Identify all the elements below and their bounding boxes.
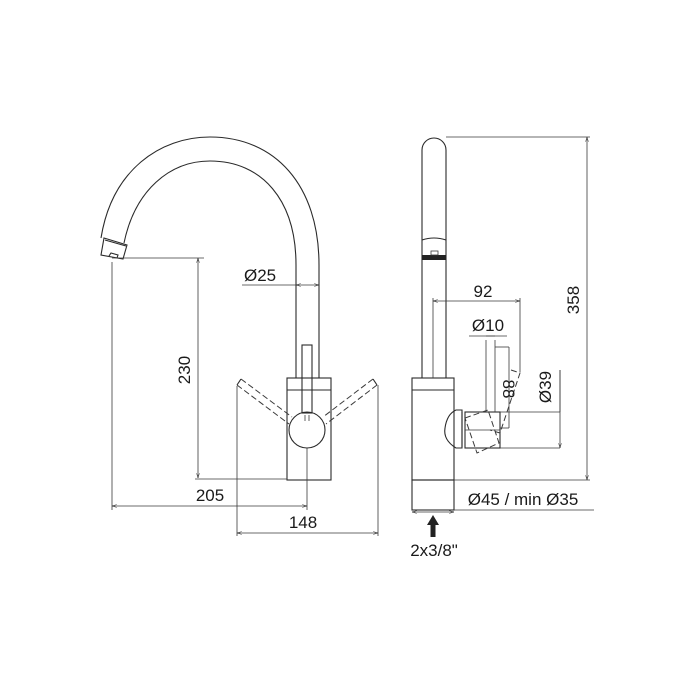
side-spout: [421, 137, 447, 378]
spout-reach-label: 205: [196, 486, 224, 505]
front-view: Ø25 230 205 148: [100, 136, 379, 536]
side-depth-label: 92: [474, 282, 493, 301]
side-handle: [444, 409, 463, 449]
base-hole-label: Ø45 / min Ø35: [468, 490, 579, 509]
lever-span-label: 148: [289, 513, 317, 532]
lever-front: [301, 344, 313, 414]
side-lever-dashed: [464, 369, 521, 454]
lever-alternate-positions: [236, 378, 378, 425]
connection-arrow-icon: [427, 515, 439, 537]
side-base: [411, 479, 455, 511]
side-body: [411, 377, 455, 481]
spout-outer: [100, 136, 320, 378]
handle-diameter-label: Ø39: [536, 371, 555, 403]
spout-inner: [123, 160, 297, 378]
spout-aerator: [100, 237, 128, 260]
side-aerator: [422, 255, 446, 260]
handle: [288, 411, 326, 449]
total-height-label: 358: [564, 286, 583, 314]
lever-length-label: 88: [499, 380, 518, 399]
connection-label: 2x3/8": [410, 541, 458, 560]
body: [286, 377, 332, 481]
side-view: 92 Ø10 88 Ø39 358 Ø45 / min Ø35 2x3/8": [410, 136, 594, 560]
spout-diameter-label: Ø25: [244, 266, 276, 285]
lever-diameter-label: Ø10: [472, 316, 504, 335]
spout-height-label: 230: [175, 356, 194, 384]
